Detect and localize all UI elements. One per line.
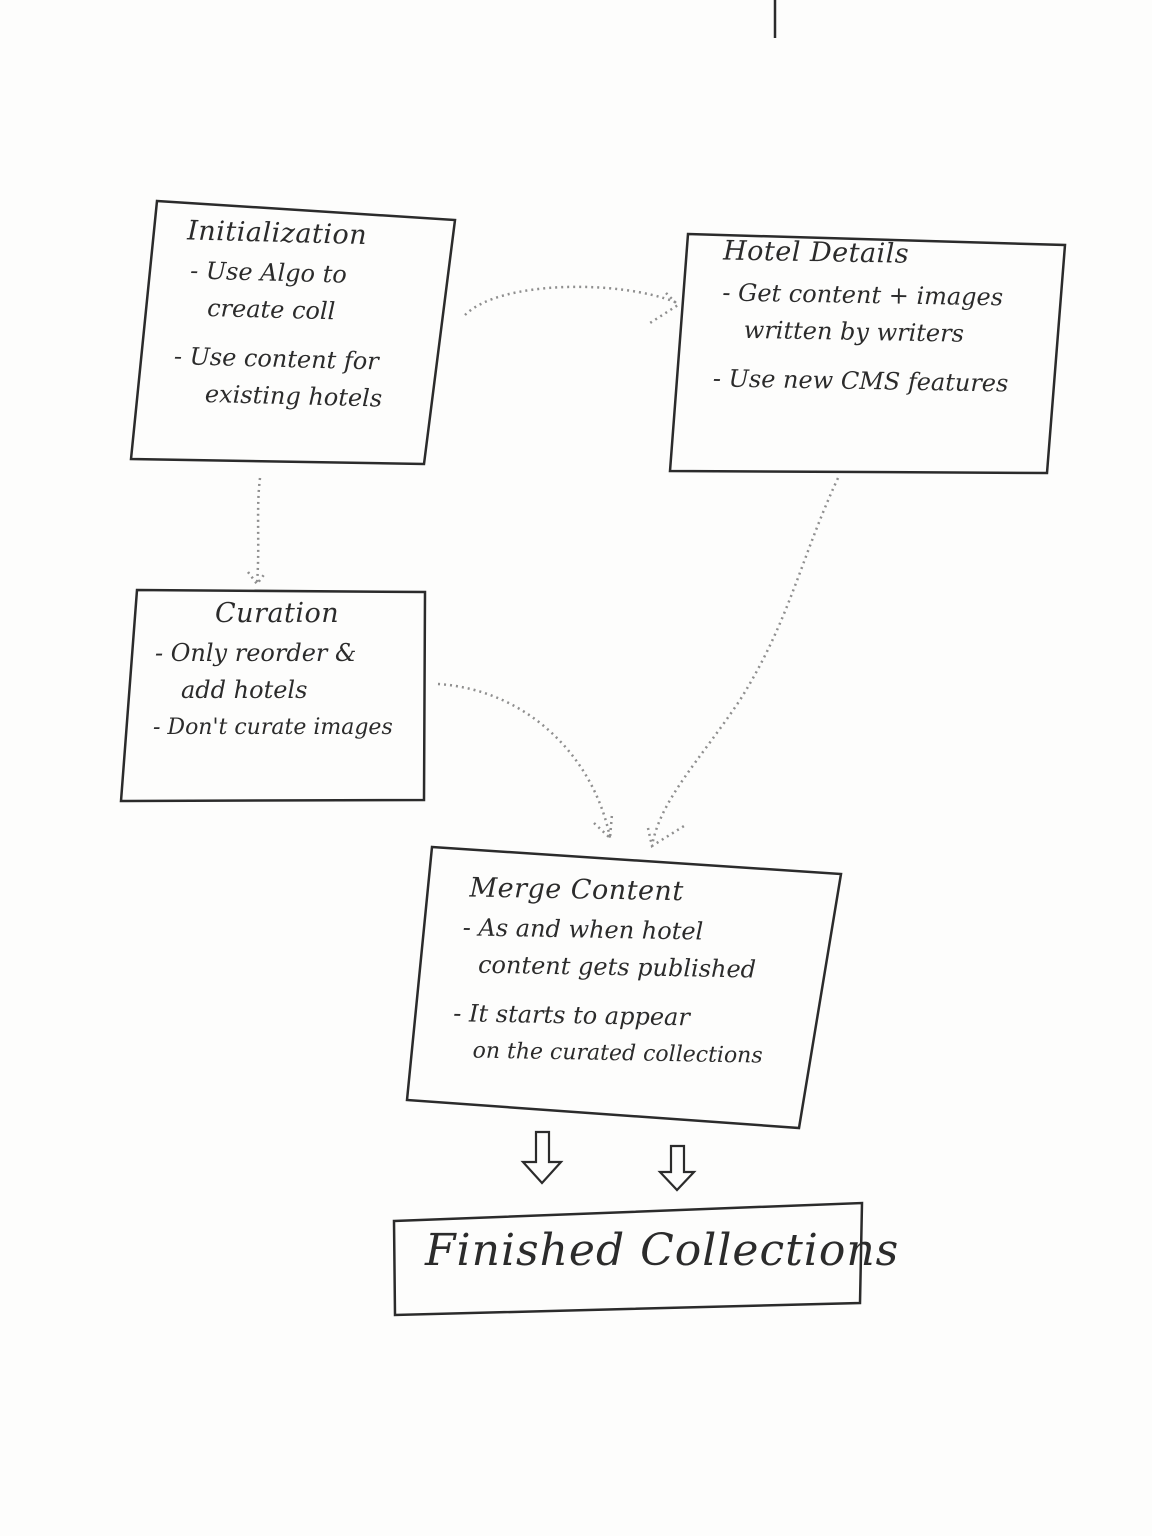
finished-collections-box-outline <box>392 1201 864 1317</box>
down-arrow-right <box>657 1144 697 1192</box>
arrowhead-init-to-curation <box>247 571 267 587</box>
hotel-details-box-outline <box>668 232 1067 475</box>
curation-line-3: - Don't curate images <box>153 715 393 740</box>
hotel-details-title: Hotel Details <box>722 235 910 270</box>
merge-content-line-4: on the curated collections <box>472 1038 763 1069</box>
merge-content-node: Merge Content - As and when hotel conten… <box>453 872 765 1074</box>
initialization-title: Initialization <box>186 215 368 252</box>
curation-box-outline <box>119 588 427 803</box>
connector-curation-to-merge <box>437 682 612 839</box>
arrowhead-hotel-to-merge <box>646 824 685 848</box>
curation-node: Curation - Only reorder & add hotels - D… <box>153 598 393 746</box>
initialization-line-4: existing hotels <box>204 379 383 413</box>
connector-init-to-hotel <box>464 285 676 316</box>
curation-line-2: add hotels <box>181 676 308 704</box>
finished-collections-title: Finished Collections <box>425 1225 900 1276</box>
hotel-details-node: Hotel Details - Get content + images wri… <box>713 235 1011 403</box>
initialization-line-3: - Use content for <box>173 342 380 376</box>
curation-line-1: - Only reorder & <box>155 639 357 667</box>
hotel-details-line-2: written by writers <box>743 315 965 348</box>
arrowhead-curation-to-merge <box>593 813 614 841</box>
connector-init-to-curation <box>255 477 262 584</box>
merge-content-line-3: - It starts to appear <box>453 999 691 1032</box>
initialization-line-1: - Use Algo to <box>189 256 348 289</box>
finished-collections-node: Finished Collections <box>425 1225 899 1276</box>
connector-hotel-to-merge <box>650 477 840 847</box>
initialization-box-outline <box>129 199 457 466</box>
merge-content-line-2: content gets published <box>477 950 757 984</box>
hotel-details-line-3: - Use new CMS features <box>712 364 1009 398</box>
merge-content-line-1: - As and when hotel <box>462 913 704 946</box>
initialization-line-2: create coll <box>206 293 336 326</box>
curation-title: Curation <box>215 598 340 629</box>
down-arrow-left <box>520 1130 564 1185</box>
merge-content-title: Merge Content <box>469 872 684 908</box>
merge-content-box-outline <box>405 845 843 1130</box>
hotel-details-line-1: - Get content + images <box>722 278 1004 312</box>
initialization-node: Initialization - Use Algo to create coll… <box>174 215 386 417</box>
